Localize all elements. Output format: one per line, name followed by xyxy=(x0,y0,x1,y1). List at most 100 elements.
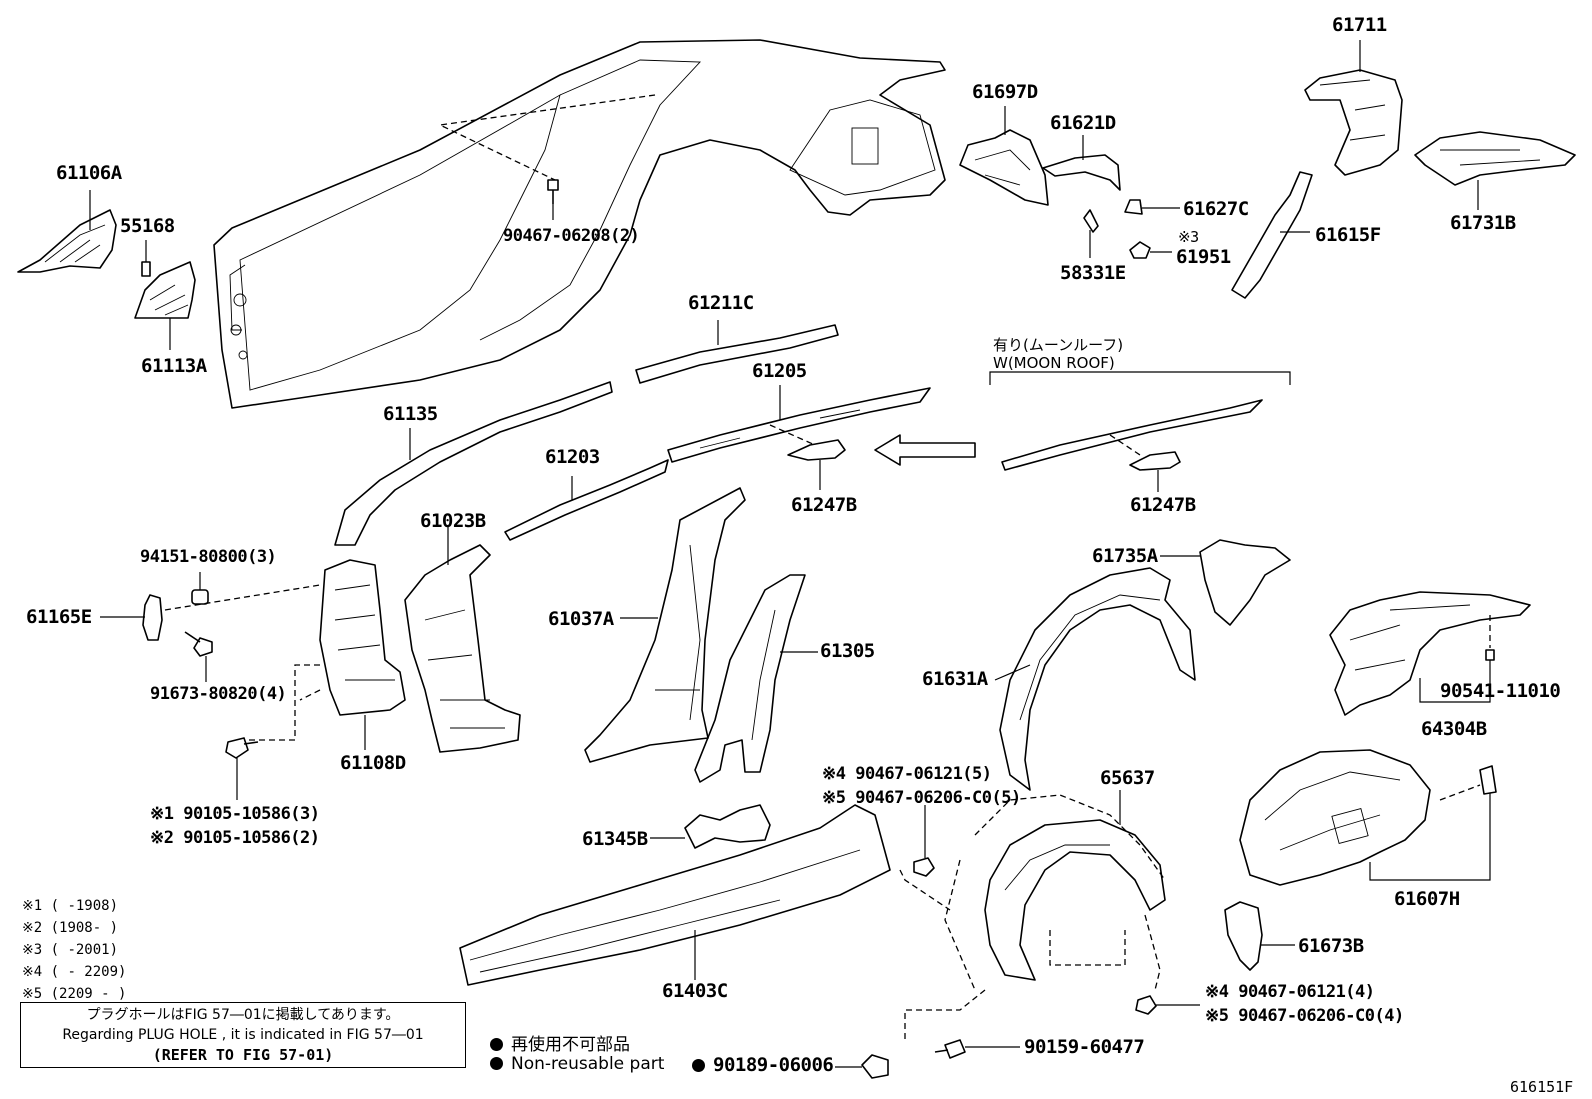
label-61627c: 61627C xyxy=(1183,198,1249,220)
part-61731b xyxy=(1414,131,1576,210)
label-61673b: 61673B xyxy=(1298,935,1364,957)
label-90467-06121-5: ※4 90467-06121(5) xyxy=(822,764,992,784)
part-61211c xyxy=(635,320,839,384)
label-90159-60477: 90159-60477 xyxy=(1024,1036,1145,1058)
label-90467-06121-4: ※4 90467-06121(4) xyxy=(1205,982,1375,1002)
part-61037a xyxy=(584,487,746,763)
part-61345b xyxy=(650,804,771,849)
legend-en: Non-reusable part xyxy=(490,1054,664,1074)
bolt-90105-10586 xyxy=(225,737,259,800)
label-61135: 61135 xyxy=(383,403,438,425)
moonroof-bracket xyxy=(989,371,1291,385)
part-61203 xyxy=(504,459,669,541)
label-61165e: 61165E xyxy=(26,606,92,628)
bolt-90467-06208 xyxy=(547,179,559,220)
label-61108d: 61108D xyxy=(340,752,406,774)
part-61106a xyxy=(17,190,117,273)
label-61037a: 61037A xyxy=(548,608,614,630)
label-61711: 61711 xyxy=(1332,14,1387,36)
part-61205 xyxy=(667,385,931,463)
legend-dot-icon xyxy=(490,1038,503,1051)
label-61345b: 61345B xyxy=(582,828,648,850)
legend-en-text: Non-reusable part xyxy=(511,1054,665,1074)
part-61135 xyxy=(334,381,613,546)
part-61951 xyxy=(1129,241,1172,259)
label-61247b-left: 61247B xyxy=(791,494,857,516)
side-outer-panel xyxy=(213,39,946,409)
label-61697d: 61697D xyxy=(972,81,1038,103)
footnote-5: ※5 (2209 - ) xyxy=(22,986,127,1002)
label-64304b: 64304B xyxy=(1421,718,1487,740)
part-61247b-right xyxy=(1129,451,1181,492)
screw-90159-60477 xyxy=(934,1039,1020,1059)
label-61203: 61203 xyxy=(545,446,600,468)
non-reusable-dot-icon xyxy=(692,1059,705,1072)
label-90541-11010: 90541-11010 xyxy=(1440,680,1561,702)
label-61631a: 61631A xyxy=(922,668,988,690)
label-90467-06208: 90467-06208(2) xyxy=(503,226,640,246)
label-61735a: 61735A xyxy=(1092,545,1158,567)
footnote-3: ※3 ( -2001) xyxy=(22,942,119,958)
footnote-2: ※2 (1908- ) xyxy=(22,920,119,936)
label-90467-06206-4: ※5 90467-06206-C0(4) xyxy=(1205,1006,1404,1026)
notice-jp: プラグホールはFIG 57―01に掲載してあります。 xyxy=(86,1007,400,1023)
moonroof-label-en: W(MOON ROOF) xyxy=(993,354,1115,372)
part-61305 xyxy=(694,574,818,783)
part-61631a xyxy=(994,567,1196,791)
label-61951: 61951 xyxy=(1176,246,1231,268)
clip-90189-06006 xyxy=(835,1054,889,1079)
label-94151-80800: 94151-80800(3) xyxy=(140,547,277,567)
label-61731b: 61731B xyxy=(1450,212,1516,234)
label-91673-80820: 91673-80820(4) xyxy=(150,684,287,704)
label-61113a: 61113A xyxy=(141,355,207,377)
label-61211c: 61211C xyxy=(688,292,754,314)
part-61615f xyxy=(1231,171,1313,299)
legend-jp: 再使用不可部品 xyxy=(490,1030,630,1055)
label-65637: 65637 xyxy=(1100,767,1155,789)
part-64304b xyxy=(1329,591,1531,716)
footnote-4: ※4 ( - 2209) xyxy=(22,964,127,980)
part-61697d xyxy=(959,106,1049,206)
equivalence-arrow xyxy=(874,434,976,466)
part-61627c xyxy=(1124,199,1180,215)
legend-dot-icon xyxy=(490,1057,503,1070)
label-55168: 55168 xyxy=(120,215,175,237)
label-90105-2: ※2 90105-10586(2) xyxy=(150,828,320,848)
label-61106a: 61106A xyxy=(56,162,122,184)
moonroof-label-jp: 有り(ムーンルーフ) xyxy=(993,336,1124,354)
label-90467-06206-5: ※5 90467-06206-C0(5) xyxy=(822,788,1021,808)
part-61621d xyxy=(1042,135,1121,191)
label-61247b-right: 61247B xyxy=(1130,494,1196,516)
label-61607h: 61607H xyxy=(1394,888,1460,910)
part-65637 xyxy=(904,790,1166,1040)
part-58331e xyxy=(1083,209,1099,258)
footnote-1: ※1 ( -1908) xyxy=(22,898,119,914)
label-61305: 61305 xyxy=(820,640,875,662)
label-61205: 61205 xyxy=(752,360,807,382)
legend-non-reusable-90189: 90189-06006 xyxy=(692,1054,834,1076)
label-61951-mark: ※3 xyxy=(1178,228,1199,246)
notice-en: Regarding PLUG HOLE , it is indicated in… xyxy=(62,1027,424,1043)
part-61113a xyxy=(134,261,196,350)
part-61108d xyxy=(235,559,406,750)
label-61615f: 61615F xyxy=(1315,224,1381,246)
part-61607h xyxy=(1239,749,1497,886)
diagram-id: 616151F xyxy=(1510,1078,1574,1096)
nut-90467-06121-lower xyxy=(1135,995,1200,1015)
part-61711 xyxy=(1304,40,1403,176)
label-90189-06006: 90189-06006 xyxy=(713,1054,834,1076)
notice-ref: (REFER TO FIG 57-01) xyxy=(152,1046,334,1064)
label-61621d: 61621D xyxy=(1050,112,1116,134)
part-55168 xyxy=(141,240,151,277)
part-61735a xyxy=(1160,539,1291,626)
label-61403c: 61403C xyxy=(662,980,728,1002)
label-58331e: 58331E xyxy=(1060,262,1126,284)
part-61205-moonroof xyxy=(1001,399,1263,471)
nut-90467-06121-upper xyxy=(899,805,951,911)
part-61165e xyxy=(100,572,321,682)
part-61403c xyxy=(459,804,891,986)
plug-hole-notice: プラグホールはFIG 57―01に掲載してあります。 Regarding PLU… xyxy=(20,1002,466,1068)
legend-jp-text: 再使用不可部品 xyxy=(511,1035,630,1055)
part-61247b-left xyxy=(769,424,846,490)
